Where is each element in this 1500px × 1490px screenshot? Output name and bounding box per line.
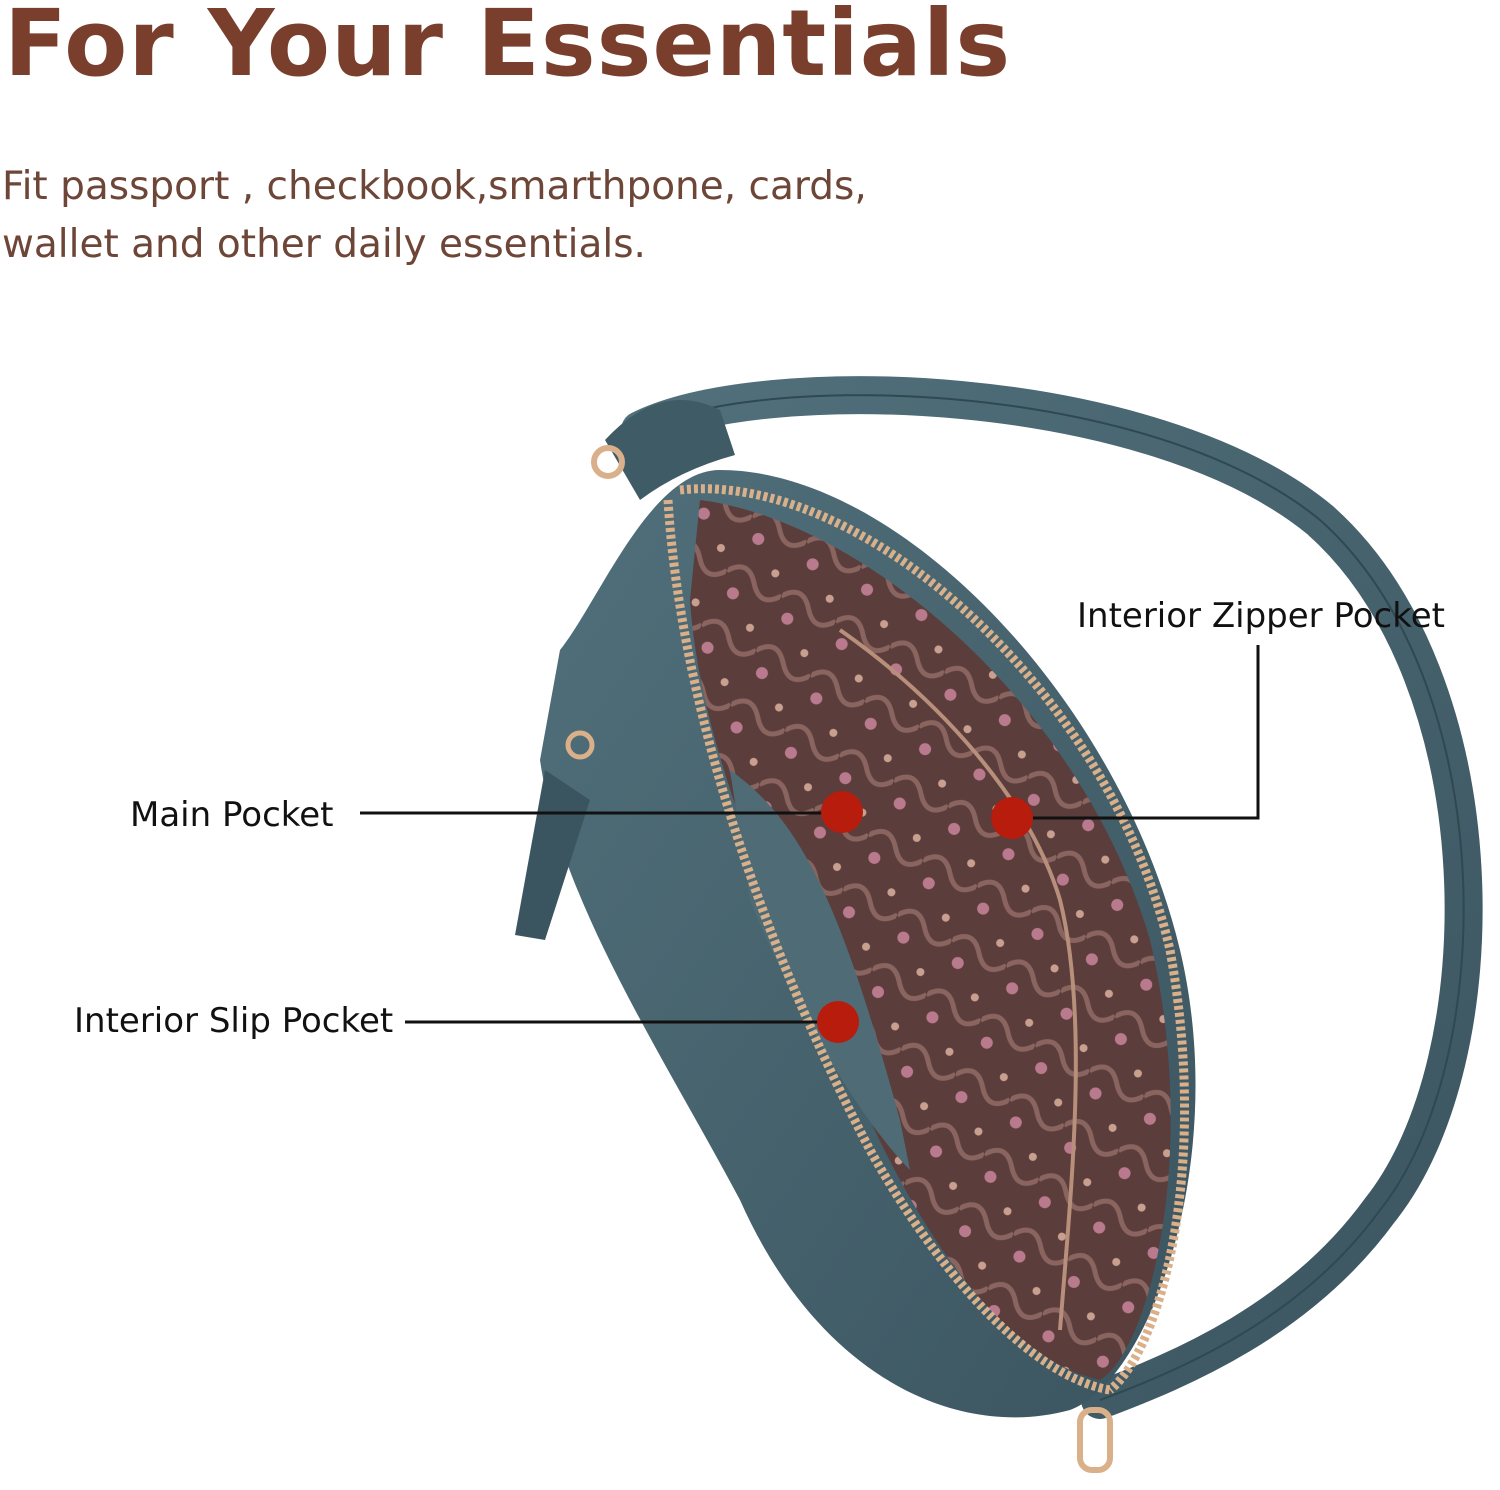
bottom-clasp-icon [1077, 1407, 1113, 1473]
zipper-pocket-marker-icon [991, 797, 1033, 839]
description-line-1: Fit passport , checkbook,smarthpone, car… [2, 164, 867, 209]
slip-pocket-marker-icon [817, 1001, 859, 1043]
page-title: For Your Essentials [4, 0, 1012, 97]
interior-slip-pocket [730, 770, 910, 1170]
side-ring-icon [565, 730, 595, 760]
zipper-pocket-leader-line [1012, 645, 1260, 820]
label-main-pocket: Main Pocket [130, 795, 334, 835]
interior-zipper [838, 628, 1078, 1331]
description: Fit passport , checkbook,smarthpone, car… [2, 158, 867, 274]
main-pocket-marker-icon [821, 791, 863, 833]
main-zipper [679, 484, 1189, 1394]
description-line-2: wallet and other daily essentials. [2, 222, 646, 267]
bag-interior-lining [690, 500, 1171, 1380]
label-interior-zipper-pocket: Interior Zipper Pocket [1077, 596, 1445, 636]
strap-tab [605, 400, 735, 500]
top-ring-icon [591, 445, 625, 479]
label-interior-slip-pocket: Interior Slip Pocket [74, 1001, 394, 1041]
